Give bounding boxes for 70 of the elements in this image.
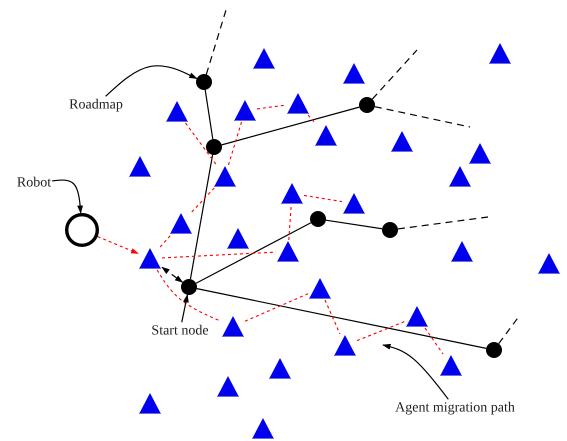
roadmap-node (181, 279, 197, 295)
agent-triangle (277, 241, 299, 262)
agent-triangle (281, 183, 303, 204)
roadmap-node (206, 139, 222, 155)
agent-triangle (334, 335, 356, 356)
callout-label: Roadmap (69, 97, 123, 113)
roadmap-edge (372, 50, 418, 100)
agent-triangle (440, 355, 462, 376)
roadmap-edge (190, 154, 214, 280)
agent-triangle (170, 213, 192, 234)
agent-triangle (139, 248, 161, 269)
migration-path (424, 328, 444, 354)
agent-triangle (214, 166, 236, 187)
agent-triangle (391, 131, 413, 152)
leader-line (105, 65, 198, 97)
leader-line (382, 344, 449, 400)
migration-path (185, 122, 217, 166)
roadmap-edge (398, 216, 488, 230)
agent-triangle (217, 376, 239, 397)
migration-path (356, 320, 406, 342)
agent-triangle (252, 418, 274, 439)
roadmap-node (359, 97, 375, 113)
roadmap-node (310, 211, 326, 227)
migration-path (244, 293, 308, 322)
roadmap-edge (204, 90, 214, 140)
agent-triangle (287, 93, 309, 114)
agent-triangle (538, 253, 560, 274)
agent-triangle (449, 166, 471, 187)
agent-triangle (406, 306, 428, 327)
agent-triangle (269, 358, 291, 379)
migration-path (228, 122, 242, 166)
callout-label: Robot (16, 175, 52, 191)
agent-triangle (451, 241, 473, 262)
migration-path (97, 236, 139, 254)
callout-label: Start node (151, 323, 209, 339)
roadmap-edge (206, 10, 227, 75)
migration-path (160, 234, 172, 248)
roadmap-edge (222, 106, 360, 146)
agent-triangle (234, 100, 256, 121)
roadmap-edge (161, 266, 184, 283)
roadmap-node (486, 342, 502, 358)
roadmap-edge (326, 220, 382, 230)
agent-triangle (129, 156, 151, 177)
agent-triangle (469, 143, 491, 164)
migration-path (304, 194, 342, 202)
agent-triangle (139, 393, 161, 414)
migration-path (256, 104, 286, 110)
callout-label: Agent migration path (395, 400, 515, 416)
agent-triangle (489, 43, 511, 64)
roadmap-edge (196, 288, 486, 349)
migration-path (324, 300, 340, 334)
agent-triangle (222, 316, 244, 337)
agent-triangle (343, 193, 365, 214)
roadmap-node (196, 74, 212, 90)
agent-triangle (315, 125, 337, 146)
agent-triangle (227, 228, 249, 249)
agent-triangle (166, 101, 188, 122)
robot-circle (65, 213, 99, 247)
agent-triangle (309, 278, 331, 299)
roadmap-edge (196, 222, 312, 284)
migration-path (308, 114, 316, 124)
roadmap-node (382, 222, 398, 238)
leader-line (52, 179, 84, 214)
migration-path (191, 188, 215, 212)
migration-path (156, 270, 222, 322)
agent-triangle (343, 63, 365, 84)
leader-line (181, 294, 189, 322)
agent-triangle (253, 48, 275, 69)
roadmap-edge (374, 106, 470, 128)
migration-path (288, 204, 292, 240)
